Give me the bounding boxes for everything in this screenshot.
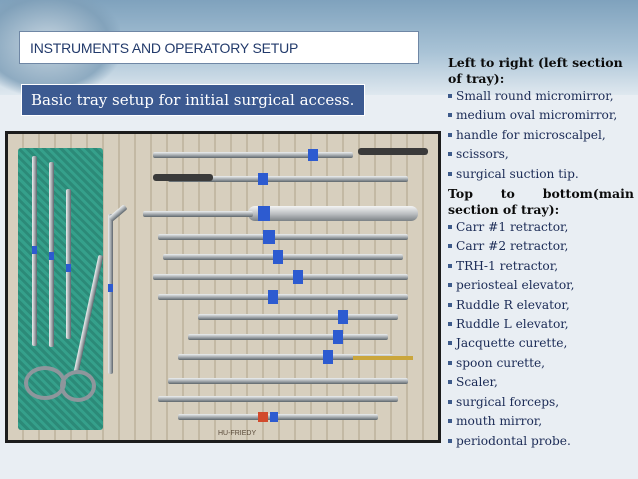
bullet-icon — [448, 152, 452, 157]
list-item: Scaler, — [448, 373, 634, 392]
list-item: Ruddle R elevator, — [448, 296, 634, 315]
bullet-icon — [448, 113, 452, 118]
list-item: surgical forceps, — [448, 393, 634, 412]
slide-title: INSTRUMENTS AND OPERATORY SETUP — [30, 40, 299, 56]
bullet-icon — [448, 419, 452, 424]
list-item: Carr #2 retractor, — [448, 237, 634, 256]
bullet-icon — [448, 360, 452, 365]
list-item: medium oval micromirror, — [448, 106, 634, 125]
tray-mark: HU-FRIEDY — [218, 430, 257, 437]
bullet-icon — [448, 283, 452, 288]
list-item: surgical suction tip. — [448, 165, 634, 184]
slide-subtitle: Basic tray setup for initial surgical ac… — [31, 91, 355, 109]
list-item: Carr #1 retractor, — [448, 218, 634, 237]
list-item: Ruddle L elevator, — [448, 315, 634, 334]
subtitle-box: Basic tray setup for initial surgical ac… — [21, 84, 365, 116]
bullet-icon — [448, 322, 452, 327]
instrument-list: Left to right (left section of tray): Sm… — [448, 55, 634, 451]
title-box: INSTRUMENTS AND OPERATORY SETUP — [19, 31, 419, 64]
bullet-icon — [448, 263, 452, 268]
list-item: spoon curette, — [448, 354, 634, 373]
instrument-tray: HU-FRIEDY — [8, 134, 438, 440]
bullet-icon — [448, 341, 452, 346]
bullet-icon — [448, 302, 452, 307]
bullet-icon — [448, 132, 452, 137]
bullet-icon — [448, 94, 452, 98]
list-item: Small round micromirror, — [448, 87, 634, 106]
list-item: Jacquette curette, — [448, 334, 634, 353]
list-item: scissors, — [448, 145, 634, 164]
main-section-heading: Top to bottom(main section of tray): — [448, 186, 634, 218]
bullet-icon — [448, 225, 452, 230]
list-item: TRH-1 retractor, — [448, 257, 634, 276]
bullet-icon — [448, 380, 452, 385]
list-item: periosteal elevator, — [448, 276, 634, 295]
bullet-icon — [448, 399, 452, 404]
bullet-icon — [448, 171, 452, 176]
list-item: periodontal probe. — [448, 432, 634, 451]
tray-photo: HU-FRIEDY — [5, 131, 441, 443]
bullet-icon — [448, 244, 452, 249]
left-section-heading: Left to right (left section of tray): — [448, 55, 623, 86]
bullet-icon — [448, 438, 452, 443]
list-item: mouth mirror, — [448, 412, 634, 431]
list-item: handle for microscalpel, — [448, 126, 634, 145]
